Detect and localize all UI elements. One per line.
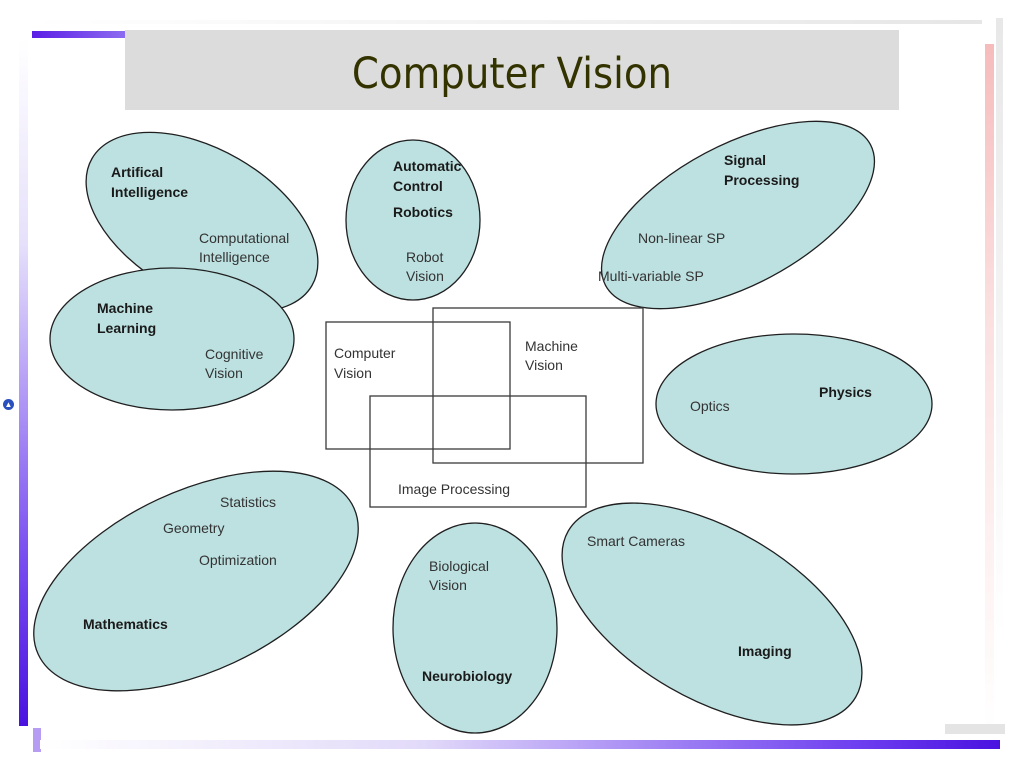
ai-title-line-1: Artifical (111, 164, 163, 180)
imaging-bubble (561, 502, 863, 726)
math-sub-line-1: Statistics (220, 494, 276, 510)
control-title-line-1: Automatic (393, 158, 462, 174)
math-bubble (33, 470, 359, 692)
ai-sub-line-2: Intelligence (199, 249, 270, 265)
left-accent-stub (33, 728, 41, 752)
title-banner: Computer Vision (125, 30, 899, 110)
top-accent-bar (32, 31, 126, 38)
bottom-divider-line (945, 724, 1005, 734)
right-accent-bar (985, 44, 994, 732)
math-title: Mathematics (83, 616, 168, 632)
machine-vision-label-line-1: Machine (525, 338, 578, 354)
ml-sub-line-2: Vision (205, 365, 243, 381)
computer-vision-box (325, 321, 511, 450)
page-title: Computer Vision (351, 49, 673, 99)
neuro-sub-line-1: Biological (429, 558, 489, 574)
signal-sub-line-2: Multi-variable SP (598, 268, 704, 284)
signal-title-line-1: Signal (724, 152, 766, 168)
top-divider-line (32, 20, 982, 24)
imaging-sub: Smart Cameras (587, 533, 685, 549)
ml-sub-line-1: Cognitive (205, 346, 264, 362)
machine-vision-label-line-2: Vision (525, 357, 563, 373)
math-sub-line-3: Optimization (199, 552, 277, 568)
control-bubble (345, 139, 481, 301)
physics-bubble (655, 333, 933, 475)
neuro-title: Neurobiology (422, 668, 512, 684)
machine-vision-box (432, 307, 644, 464)
signal-bubble (600, 120, 876, 310)
control-title-line-3: Robotics (393, 204, 453, 220)
computer-vision-label-line-1: Computer (334, 345, 396, 361)
control-sub-line-2: Vision (406, 268, 444, 284)
math-sub-line-2: Geometry (163, 520, 224, 536)
right-divider-line (996, 18, 1003, 638)
left-accent-bar (19, 38, 28, 726)
signal-title-line-2: Processing (724, 172, 799, 188)
neuro-bubble (392, 522, 558, 734)
physics-sub: Optics (690, 398, 730, 414)
ai-sub-line-1: Computational (199, 230, 289, 246)
image-processing-box (369, 395, 587, 508)
control-sub-line-1: Robot (406, 249, 443, 265)
neuro-sub-line-2: Vision (429, 577, 467, 593)
image-processing-label: Image Processing (398, 481, 510, 497)
control-title-line-2: Control (393, 178, 443, 194)
bottom-accent-bar (40, 740, 1000, 749)
computer-vision-label-line-2: Vision (334, 365, 372, 381)
ml-bubble (49, 267, 295, 411)
circle-up-arrow-icon[interactable]: ▲ (3, 399, 14, 410)
imaging-title: Imaging (738, 643, 792, 659)
ai-title-line-2: Intelligence (111, 184, 188, 200)
ml-title-line-1: Machine (97, 300, 153, 316)
physics-title: Physics (819, 384, 872, 400)
signal-sub-line-1: Non-linear SP (638, 230, 725, 246)
ml-title-line-2: Learning (97, 320, 156, 336)
